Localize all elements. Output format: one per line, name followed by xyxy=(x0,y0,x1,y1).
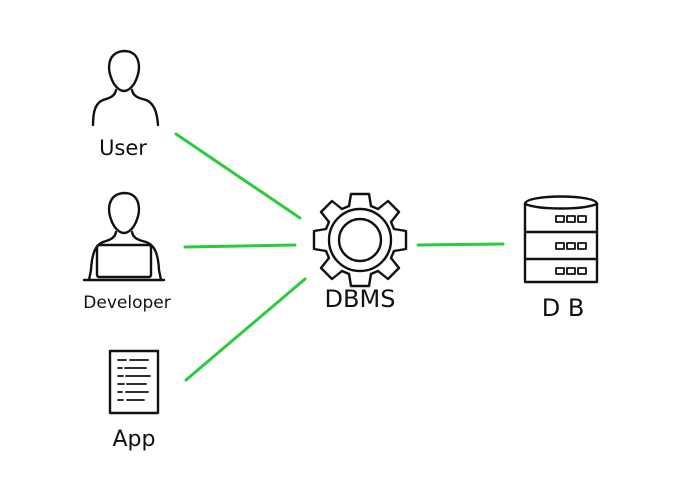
database-icon xyxy=(523,195,599,284)
person-icon xyxy=(91,49,160,127)
connector-dbms-db xyxy=(416,242,505,247)
person-laptop-icon xyxy=(82,191,166,282)
db-label: D B xyxy=(542,294,585,322)
user-label: User xyxy=(99,136,147,160)
gear-icon xyxy=(312,192,408,288)
connector-app-dbms xyxy=(184,277,307,382)
developer-label: Developer xyxy=(83,293,170,313)
connector-user-dbms xyxy=(174,132,302,220)
dbms-label: DBMS xyxy=(325,285,396,313)
document-icon xyxy=(108,349,160,415)
app-label: App xyxy=(113,427,156,452)
connector-developer-dbms xyxy=(183,243,297,249)
connectors xyxy=(174,132,505,382)
